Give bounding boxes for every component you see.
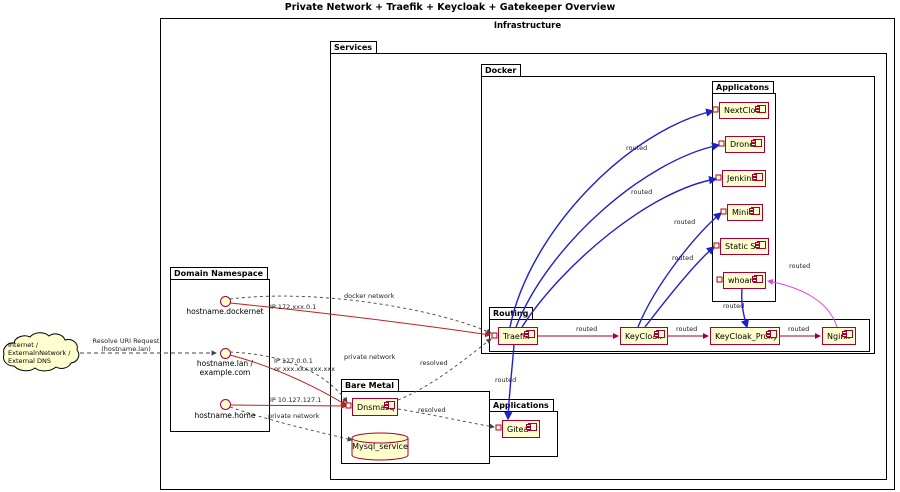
edge-label-routed-staticsite: routed [672, 254, 694, 262]
edge-label-ip-home: IP 10.127.127.1 [270, 396, 322, 404]
component-icon [654, 330, 665, 338]
component-icon [752, 173, 763, 181]
interface-hostname-home-label: hostname.home [194, 411, 256, 420]
component-traefik: Traefik [498, 327, 538, 345]
diagram-title: Private Network + Traefik + Keycloak + G… [284, 2, 616, 13]
database-cylinder [351, 432, 409, 461]
component-whoami: whoami [723, 272, 766, 289]
package-bare-metal-tab: Bare Metal [341, 379, 400, 392]
component-nginx-label: Nginx [827, 331, 851, 341]
component-keycloak-proxy-label: KeyCloak_Proxy [715, 331, 778, 341]
interface-hostname-home [220, 399, 231, 410]
edge-dockernet-traefik-docker-network [229, 295, 492, 334]
edge-dockernet-traefik-ip [229, 302, 491, 338]
frame-infrastructure: Infrastructure [160, 18, 895, 490]
component-static-site: Static Site [720, 238, 769, 255]
edge-traefik-nextcloud [509, 108, 715, 328]
package-docker-tab: Docker [481, 64, 522, 77]
component-icon [842, 330, 853, 338]
component-keycloak-label: KeyCloak [625, 331, 662, 341]
edge-home-mysql-private-network [229, 406, 353, 442]
interface-hostname-dockernet [220, 296, 231, 307]
component-drone: Drone [725, 136, 765, 153]
database-mysql-label: Mysql_service [352, 442, 408, 451]
package-applications: Applications [489, 399, 558, 457]
edge-whoami-keycloakproxy [740, 288, 749, 329]
component-keycloak: KeyCloak [620, 327, 668, 345]
edge-traefik-gitea [504, 344, 515, 421]
component-traefik-label: Traefik [503, 331, 530, 341]
edge-label-routed-minio: routed [674, 218, 696, 226]
edge-label-private-network-home: private network [268, 412, 320, 420]
edge-label-resolved-gitea: resolved [418, 406, 446, 414]
interface-hostname-dockernet-label: hostname.dockernet [186, 307, 264, 316]
edge-keycloak-staticsite [644, 246, 716, 328]
edge-traefik-jenkins [521, 176, 718, 328]
component-icon [384, 401, 395, 409]
component-nextcloud: NextCloud [719, 102, 769, 119]
component-icon [524, 330, 535, 338]
edge-label-docker-network: docker network [344, 292, 395, 300]
edge-label-private-network-lan: private network [344, 353, 396, 361]
edge-label-routed-gitea: routed [495, 376, 517, 384]
component-gitea: Gitea [502, 420, 540, 438]
edge-label-routed-whoami: routed [723, 302, 745, 310]
component-static-site-label: Static Site [725, 242, 766, 251]
edge-keycloak-minio [637, 212, 723, 328]
edge-traefik-drone [515, 142, 721, 328]
component-icon [526, 423, 537, 431]
component-dnsmasq-label: Dnsmasq [357, 402, 395, 412]
component-icon [755, 105, 766, 113]
edge-lan-dnsmasq-ip [229, 354, 347, 406]
component-dnsmasq: Dnsmasq [352, 398, 398, 416]
component-gitea-label: Gitea [507, 424, 529, 434]
interface-hostname-lan [220, 348, 231, 359]
edge-dnsmasq-gitea-resolved [397, 408, 495, 429]
edge-label-ip-lan: IP 127.0.0.1 or xxx.xxx.xxx.xxx [274, 357, 336, 373]
edge-label-routed-keycloak: routed [576, 325, 598, 333]
package-docker: Docker [481, 64, 875, 354]
frame-infrastructure-label: Infrastructure [493, 21, 562, 31]
edge-label-routed-nginx-whoami: routed [789, 262, 811, 270]
component-nginx: Nginx [822, 327, 856, 345]
component-jenkins: Jenkins [722, 170, 766, 187]
package-services: Services [330, 41, 887, 480]
edge-label-routed-nextcloud: routed [626, 144, 648, 152]
component-minio: Minio [727, 204, 763, 221]
internet-cloud-label: Internet / ExternalnNetwork / External D… [8, 341, 71, 365]
component-whoami-label: whoami [728, 276, 760, 285]
edge-nginx-whoami [767, 278, 838, 328]
edge-lan-dnsmasq-private-network [229, 351, 348, 403]
edge-label-routed-keycloakproxy: routed [676, 325, 698, 333]
edge-label-routed-drone: routed [631, 188, 653, 196]
component-drone-label: Drone [730, 140, 755, 149]
package-services-tab: Services [330, 41, 378, 54]
edge-label-resolve-uri: Resolve URI Request (hostname.lan) [92, 337, 160, 353]
edge-home-dnsmasq-ip [229, 402, 347, 409]
edge-label-routed-nginx: routed [788, 325, 810, 333]
edge-dnsmasq-traefik-resolved [397, 338, 492, 401]
package-domain-namespace: Domain Namespace [170, 267, 270, 432]
edge-label-ip-dockernet: IP 172.xxx.0.1 [270, 303, 317, 311]
component-jenkins-label: Jenkins [727, 174, 756, 183]
component-icon [766, 330, 777, 338]
component-ports [345, 106, 727, 431]
component-minio-label: Minio [732, 208, 754, 217]
component-icon [749, 207, 760, 215]
package-applications-tab: Applications [489, 399, 554, 412]
interface-hostname-lan-label: hostname.lan / example.com [196, 359, 254, 377]
component-icon [752, 275, 763, 283]
package-applicatons: Applicatons [712, 81, 776, 302]
component-keycloak-proxy: KeyCloak_Proxy [710, 327, 780, 345]
edge-label-resolved-traefik: resolved [420, 359, 448, 367]
component-nextcloud-label: NextCloud [724, 106, 766, 115]
component-icon [751, 139, 762, 147]
package-applicatons-tab: Applicatons [712, 81, 775, 94]
component-icon [755, 241, 766, 249]
package-domain-namespace-tab: Domain Namespace [170, 267, 269, 280]
cloud-shape [3, 332, 80, 372]
